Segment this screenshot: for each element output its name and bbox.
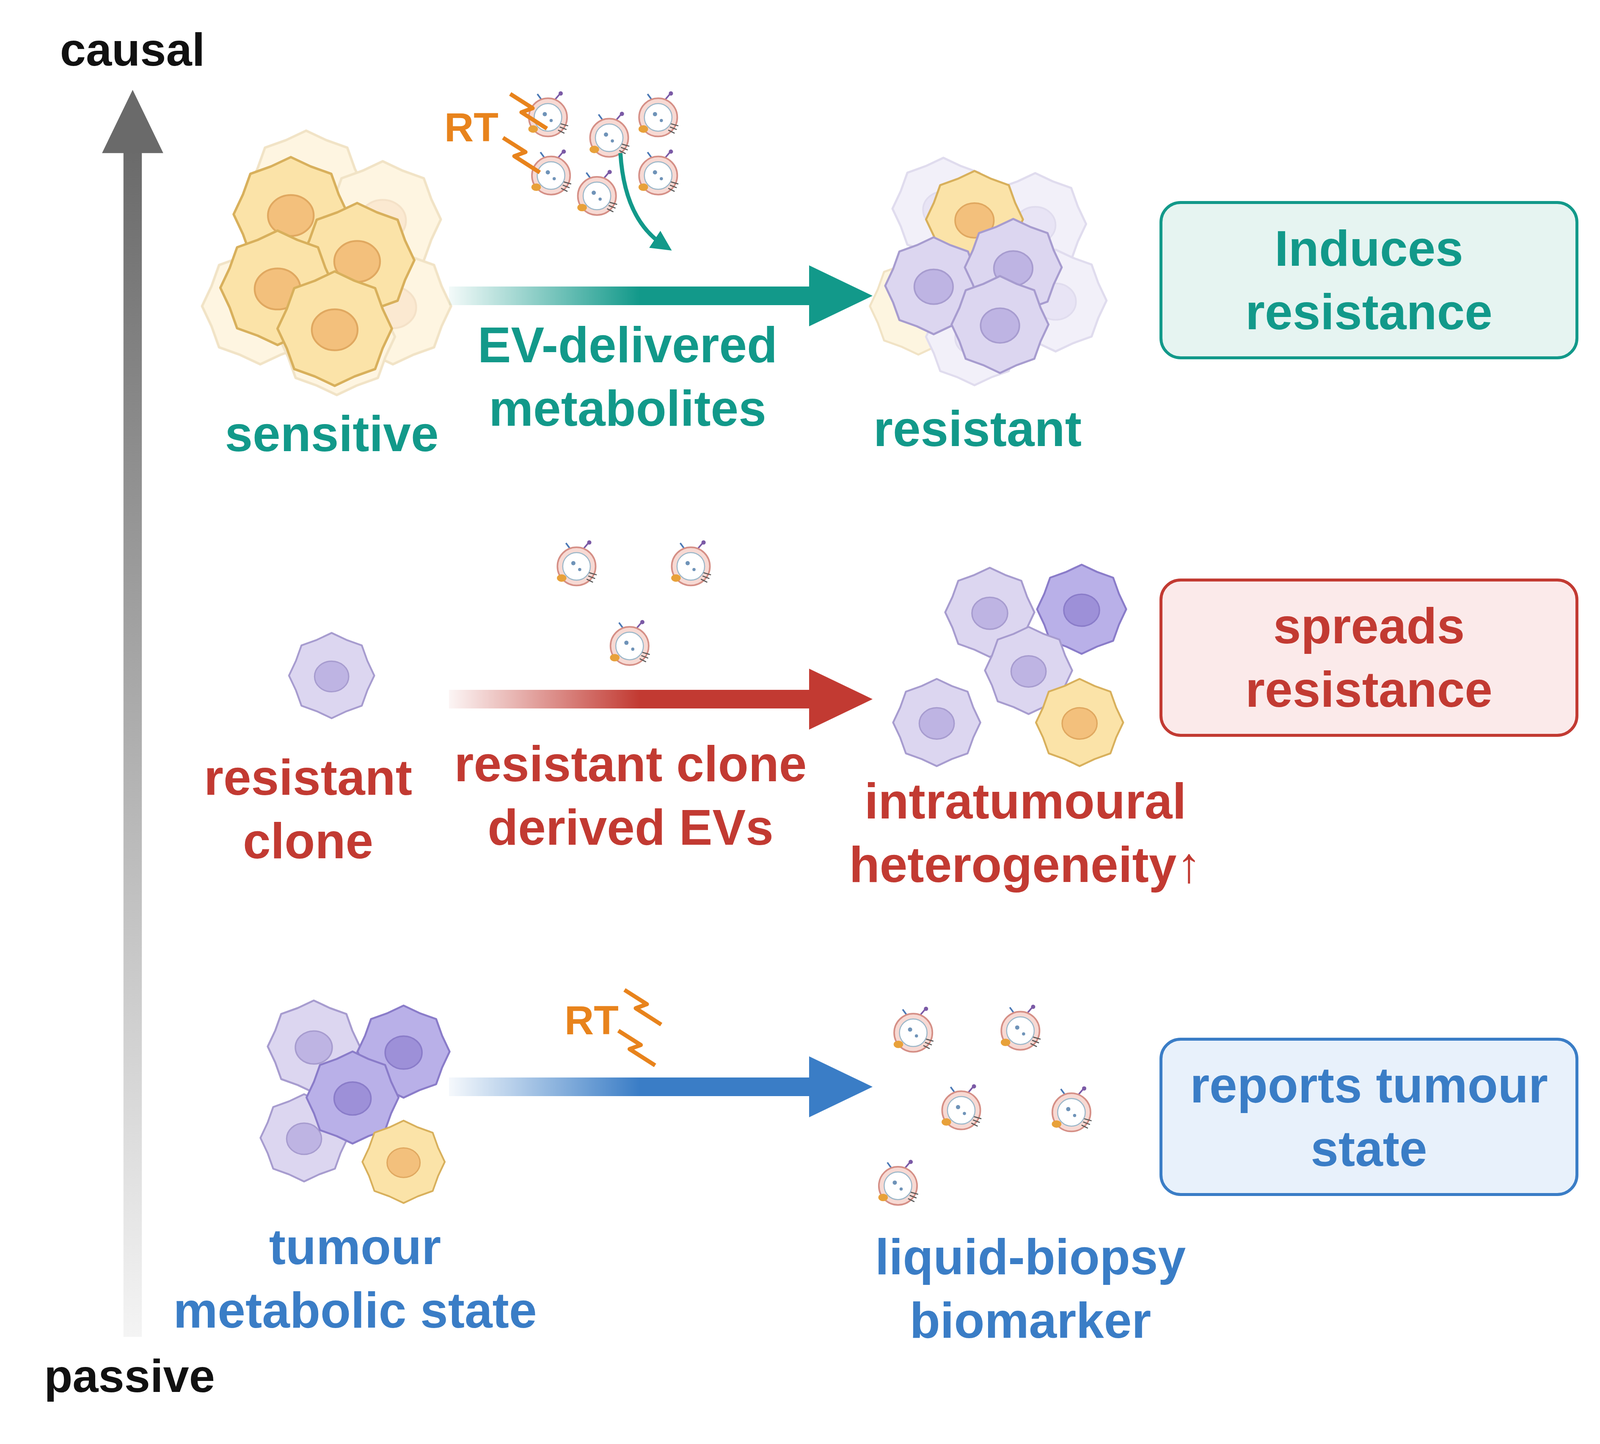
cluster-caption: sensitive	[183, 402, 480, 466]
vesicle	[1051, 1086, 1092, 1132]
arrow-head	[809, 668, 873, 730]
cluster-caption: intratumoural heterogeneity↑	[822, 769, 1229, 897]
box-text: spreads resistance	[1179, 594, 1559, 722]
cluster-caption: liquid-biopsy biomarker	[861, 1225, 1200, 1353]
cell-cluster: sensitive	[211, 153, 449, 388]
vesicle	[577, 170, 617, 216]
resistant-cells	[870, 157, 1107, 386]
arrow-label: resistant clone derived EVs	[440, 732, 821, 860]
vesicle	[638, 149, 679, 195]
arrow-head	[809, 265, 873, 327]
arrow-shaft	[448, 689, 810, 709]
flow-arrow	[448, 668, 873, 730]
arrow-shaft	[448, 1077, 810, 1097]
radiation-label: RT	[444, 101, 499, 155]
outcome-box: reports tumour state	[1159, 1037, 1579, 1196]
box-text: Induces resistance	[1179, 216, 1559, 344]
axis-label: passive	[44, 1345, 215, 1406]
delivery-arrow	[620, 153, 664, 246]
cell	[362, 1120, 445, 1204]
flow-arrow	[448, 1056, 873, 1118]
radiation-bolt	[503, 137, 540, 173]
vesicle	[893, 1006, 934, 1052]
cell	[951, 275, 1049, 373]
axis-shaft	[123, 148, 142, 1337]
arrow-shaft	[448, 286, 810, 306]
cell-cluster: intratumoural heterogeneity↑	[872, 600, 1135, 771]
vesicle	[671, 540, 711, 586]
box-text: reports tumour state	[1179, 1053, 1559, 1181]
arrow-label: EV-delivered metabolites	[462, 313, 793, 441]
arrow-head	[809, 1056, 873, 1118]
cell	[289, 632, 375, 719]
vesicle	[878, 1159, 919, 1205]
outcome-box: Induces resistance	[1159, 201, 1579, 360]
vesicle	[638, 91, 679, 137]
vesicle	[609, 619, 650, 666]
sensitive-cells	[201, 130, 451, 396]
cell-cluster: liquid-biopsy biomarker	[872, 1007, 1135, 1198]
axis-arrow	[101, 89, 164, 1337]
vesicle	[528, 91, 569, 137]
radiation-bolt	[618, 1030, 656, 1066]
outcome-box: spreads resistance	[1159, 578, 1579, 737]
radiation-label: RT	[564, 994, 619, 1047]
radiation-bolt	[510, 93, 548, 129]
cell-cluster: tumour metabolic state	[211, 979, 449, 1194]
vesicle	[589, 111, 630, 157]
vesicle	[1000, 1004, 1041, 1050]
cell-cluster: resistant	[872, 153, 1135, 388]
vesicle	[941, 1084, 982, 1130]
tumour-cells	[260, 989, 1092, 1205]
clone-cells	[289, 540, 1127, 766]
cluster-caption: tumour metabolic state	[164, 1214, 546, 1342]
radiation-bolt	[624, 989, 662, 1025]
cell	[893, 678, 981, 766]
cluster-caption: resistant	[829, 396, 1126, 461]
cell	[1035, 678, 1124, 766]
vesicle	[556, 540, 597, 586]
axis-head	[101, 89, 164, 154]
axis-label: causal	[60, 19, 205, 80]
cluster-caption: resistant clone	[189, 745, 427, 873]
cell	[277, 271, 392, 386]
cell-cluster: resistant clone	[211, 612, 449, 735]
radiation-evs	[503, 91, 679, 246]
